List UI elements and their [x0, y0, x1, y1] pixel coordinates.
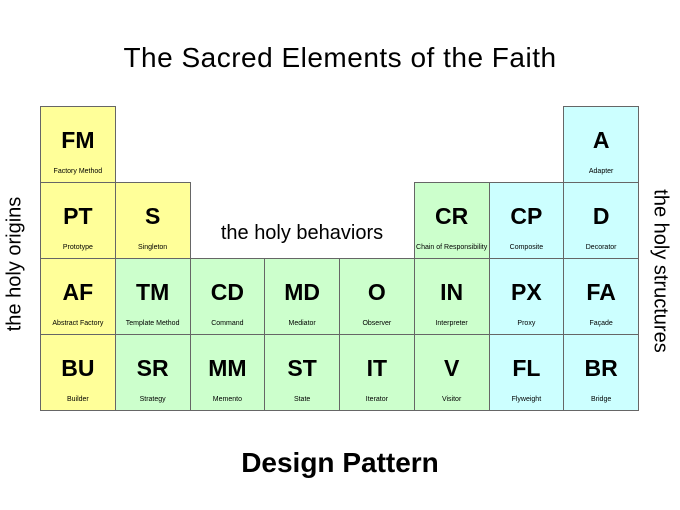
element-symbol: PX: [511, 279, 542, 305]
element-name: Memento: [212, 396, 242, 403]
element-name: State: [293, 396, 311, 403]
element-cell-br: BR Bridge: [563, 334, 639, 411]
element-symbol: BU: [61, 355, 95, 381]
element-name: Prototype: [62, 244, 93, 251]
element-symbol: D: [592, 203, 610, 229]
element-symbol: CP: [510, 203, 543, 229]
element-symbol: FM: [61, 127, 95, 153]
element-name: Singleton: [138, 244, 168, 251]
page-title: The Sacred Elements of the Faith: [123, 42, 557, 73]
element-cell-s: S Singleton: [114, 182, 191, 259]
element-name: Visitor: [441, 396, 462, 403]
element-cell-cd: CD Command: [189, 258, 266, 335]
behaviors-group-label: the holy behaviors: [220, 222, 384, 244]
element-symbol: PT: [63, 203, 93, 229]
element-cell-fa: FA Façade: [563, 258, 639, 335]
element-cell-tm: TM Template Method: [114, 258, 191, 335]
element-cell-px: PX Proxy: [488, 258, 565, 335]
structures-group-label: the holy structures: [649, 189, 672, 353]
element-name: Builder: [66, 396, 89, 403]
element-cell-af: AF Abstract Factory: [40, 258, 116, 335]
element-name: Abstract Factory: [52, 320, 104, 327]
element-symbol: IT: [366, 355, 388, 381]
element-symbol: BR: [584, 355, 618, 381]
element-symbol: TM: [136, 279, 170, 305]
element-cell-d: D Decorator: [563, 182, 639, 259]
caption-title: Design Pattern: [241, 447, 439, 478]
element-name: Interpreter: [435, 320, 468, 327]
element-symbol: CD: [210, 279, 244, 305]
element-cell-pt: PT Prototype: [40, 182, 116, 259]
element-name: Adapter: [588, 168, 614, 175]
element-symbol: FL: [512, 355, 541, 381]
element-name: Decorator: [585, 244, 617, 251]
element-cell-fm: FM Factory Method: [40, 106, 116, 183]
element-symbol: ST: [287, 355, 317, 381]
element-symbol: A: [592, 127, 610, 153]
element-cell-sr: SR Strategy: [114, 334, 191, 411]
element-cell-v: V Visitor: [413, 334, 490, 411]
element-symbol: AF: [62, 279, 94, 305]
element-name: Bridge: [591, 396, 612, 403]
origins-group-label: the holy origins: [3, 196, 26, 332]
element-name: Iterator: [365, 396, 388, 403]
element-cell-mm: MM Memento: [189, 334, 266, 411]
element-symbol: CR: [435, 203, 469, 229]
element-cell-o: O Observer: [339, 258, 415, 335]
element-symbol: IN: [440, 279, 464, 305]
element-name: Composite: [509, 244, 544, 251]
element-cell-st: ST State: [264, 334, 340, 411]
element-symbol: O: [367, 279, 386, 305]
element-name: Proxy: [517, 320, 536, 327]
element-name: Façade: [589, 320, 613, 327]
element-symbol: S: [144, 203, 161, 229]
element-cell-cp: CP Composite: [488, 182, 565, 259]
element-name: Command: [211, 320, 244, 327]
element-name: Observer: [362, 320, 392, 327]
element-symbol: V: [443, 355, 460, 381]
element-symbol: MD: [284, 279, 321, 305]
element-name: Mediator: [288, 320, 316, 327]
element-cell-md: MD Mediator: [264, 258, 340, 335]
element-symbol: MM: [208, 355, 247, 381]
element-cell-it: IT Iterator: [339, 334, 415, 411]
element-name: Strategy: [139, 396, 166, 403]
element-cell-bu: BU Builder: [40, 334, 116, 411]
elements-grid: FM Factory Method A Adapter PT Prototype…: [40, 106, 639, 411]
element-symbol: SR: [136, 355, 169, 381]
element-symbol: FA: [586, 279, 616, 305]
element-name: Factory Method: [53, 168, 103, 175]
element-cell-a: A Adapter: [563, 106, 639, 183]
element-cell-fl: FL Flyweight: [488, 334, 565, 411]
element-cell-in: IN Interpreter: [413, 258, 490, 335]
element-name: Template Method: [125, 320, 180, 327]
element-cell-cr: CR Chain of Responsibility: [413, 182, 490, 259]
element-name: Flyweight: [511, 396, 542, 403]
element-name: Chain of Responsibility: [416, 244, 488, 251]
